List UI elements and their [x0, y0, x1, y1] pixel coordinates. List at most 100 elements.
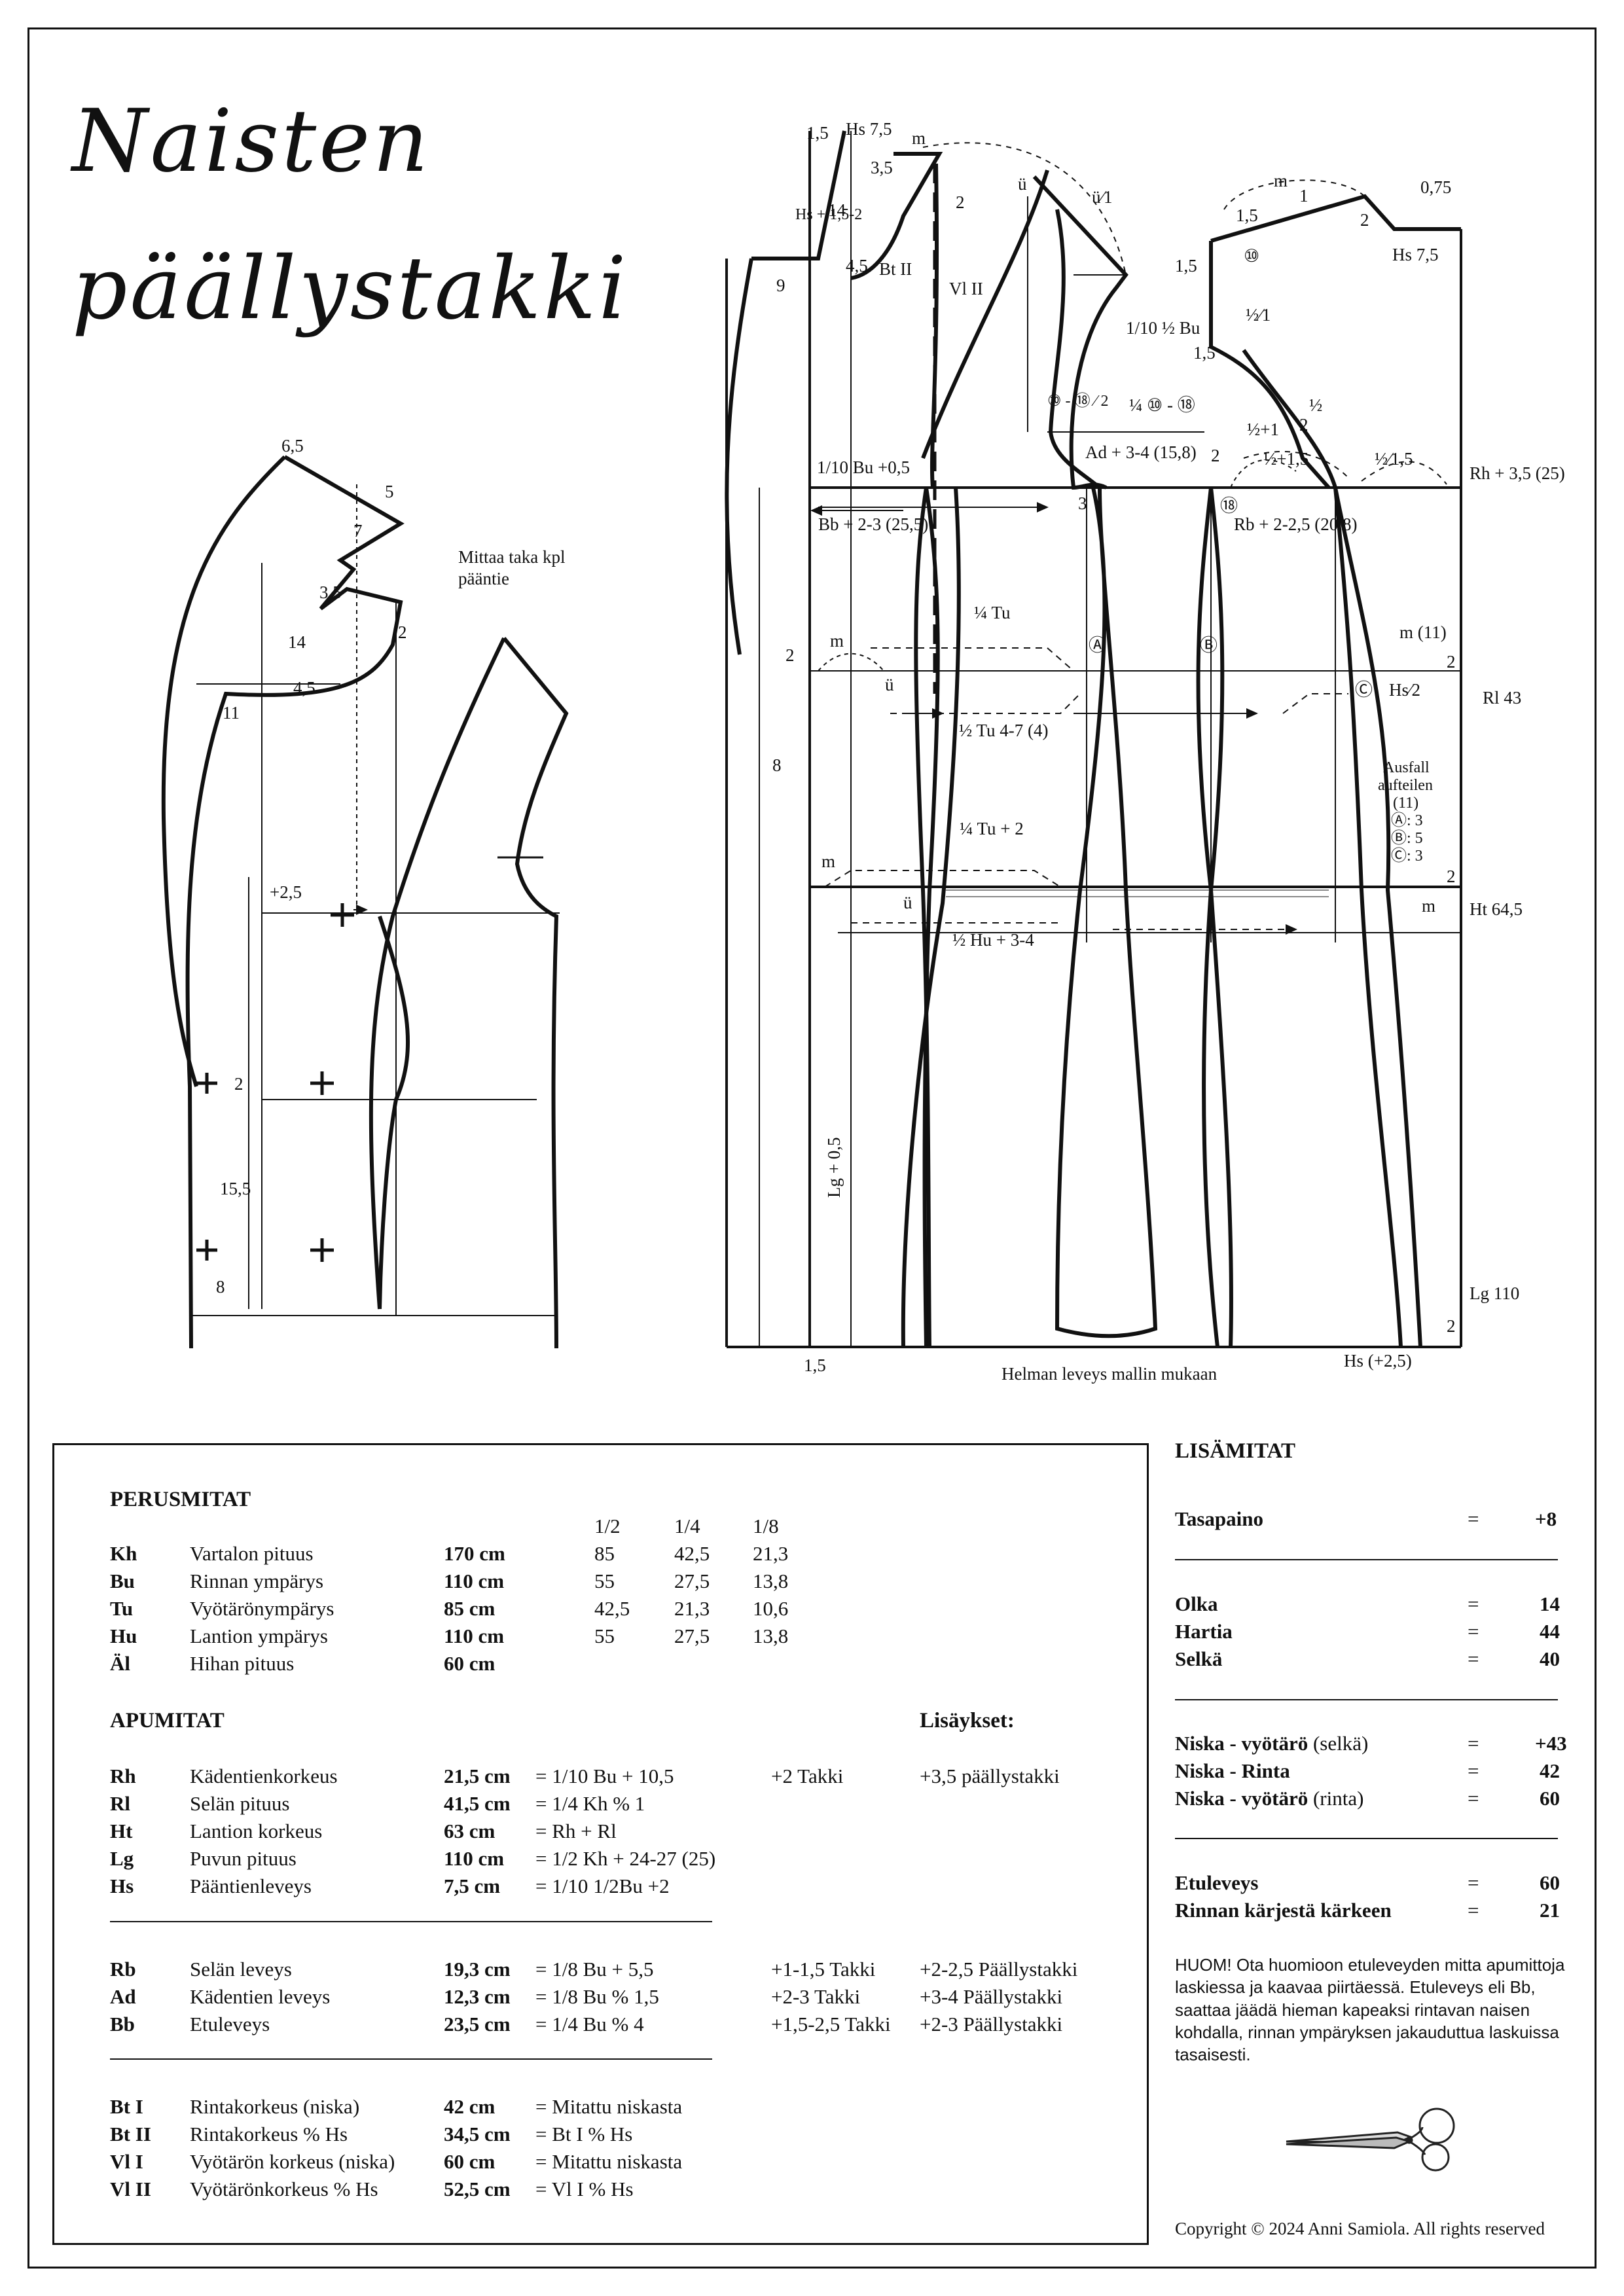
divider: [1175, 1838, 1558, 1839]
diagram-labels: 6,5 5 7 Mittaa taka kpl pääntie 3,5 14 4…: [216, 119, 1565, 1384]
front-label: ⑩ - ⑱ ⁄ 2: [1047, 392, 1109, 410]
front-label: Hs (+2,5): [1344, 1351, 1412, 1371]
front-label: m: [1274, 171, 1288, 190]
front-label: 1,5: [806, 123, 829, 143]
front-label: m: [1422, 896, 1435, 916]
back-label: 2: [234, 1074, 244, 1094]
front-label: Ⓑ: 5: [1391, 829, 1423, 847]
front-label: ¼ ⑩ - ⑱: [1129, 395, 1195, 415]
divider: [110, 1921, 712, 1922]
back-label: Mittaa taka kpl: [458, 547, 565, 567]
front-label: aufteilen: [1378, 777, 1433, 794]
back-piece: [161, 455, 569, 1349]
apumitat-heading: APUMITAT: [110, 1709, 225, 1732]
front-label: 1/10 Bu +0,5: [817, 457, 910, 477]
front-frame: [725, 131, 1462, 1348]
title-line-2: päällystakki: [72, 238, 629, 339]
front-label: 1,5: [1193, 343, 1216, 363]
front-label: 1: [1299, 186, 1308, 206]
front-outline: [725, 130, 1128, 1348]
front-label: 3,5: [871, 158, 893, 177]
front-label: (11): [1393, 795, 1418, 812]
front-label: Helman leveys mallin mukaan: [1001, 1364, 1218, 1384]
front-label: Hs + 1,5-2: [795, 206, 862, 223]
front-label: ½+1: [1247, 420, 1279, 439]
front-label: Rh + 3,5 (25): [1470, 463, 1565, 483]
front-label: 0,75: [1420, 177, 1451, 197]
front-label: Ad + 3-4 (15,8): [1085, 442, 1197, 462]
back-outline: [185, 455, 405, 1349]
front-label: 2: [1360, 210, 1369, 230]
back-label: 15,5: [220, 1179, 251, 1198]
front-label: Rl 43: [1483, 688, 1521, 708]
front-label: 2: [785, 645, 795, 665]
front-label: m: [830, 631, 844, 651]
front-label: 2: [956, 192, 965, 212]
back-panel-seam: [378, 916, 410, 1310]
back-side-seam: [502, 637, 569, 1349]
back-plus-marks: [196, 903, 354, 1262]
front-label: 8: [772, 755, 782, 775]
front-label: ü: [1018, 174, 1027, 194]
front-label: Hs 7,5: [1392, 245, 1439, 264]
front-label: ½ Tu 4-7 (4): [959, 721, 1049, 740]
front-label: Ht 64,5: [1470, 899, 1523, 919]
measurements-box: [52, 1443, 1149, 2245]
fraction-header-half: 1/2: [594, 1515, 621, 1537]
front-label: Ⓒ: [1355, 680, 1373, 700]
back-label: 5: [385, 482, 394, 501]
front-label: ⑱: [1220, 496, 1238, 516]
back-draft: [914, 194, 1461, 1348]
front-label: ⑩: [1244, 246, 1259, 266]
divider: [1175, 1559, 1558, 1560]
front-label: Vl II: [949, 279, 983, 298]
front-label: ½+1,5: [1263, 449, 1308, 469]
back-center-seam: [369, 637, 506, 1310]
back-label: 4,5: [293, 678, 316, 698]
front-label: Lg + 0,5: [824, 1138, 844, 1198]
back-label: 7: [353, 521, 363, 541]
back-label: 3,5: [319, 583, 342, 602]
pattern-diagram: 6,5 5 7 Mittaa taka kpl pääntie 3,5 14 4…: [161, 119, 1565, 1384]
front-label: ½⁄1,5: [1375, 449, 1413, 469]
front-label: 4,5: [846, 256, 868, 276]
back-label: 8: [216, 1277, 225, 1297]
front-label: 1,5: [1175, 256, 1197, 276]
front-label: 3: [1078, 493, 1087, 513]
divider: [1175, 1699, 1558, 1700]
front-label: ¼ Tu + 2: [960, 819, 1024, 838]
front-label: ¼ Tu: [974, 603, 1011, 622]
front-label: 14: [828, 200, 846, 220]
front-label: Bt II: [879, 259, 912, 279]
additions-heading: Lisäykset:: [920, 1709, 1015, 1732]
title-line-1: Naisten: [72, 91, 431, 192]
note-text: HUOM! Ota huomioon etuleveyden mitta apu…: [1175, 1955, 1565, 2065]
page-frame: [27, 27, 1597, 2269]
front-label: ½ Hu + 3-4: [952, 930, 1034, 950]
front-label: ü: [903, 893, 912, 912]
fraction-header-eighth: 1/8: [753, 1515, 779, 1537]
front-label: Ⓑ: [1200, 636, 1218, 655]
front-label: 2: [1211, 446, 1220, 465]
front-label: 9: [776, 276, 785, 295]
lisamitat-heading: LISÄMITAT: [1175, 1439, 1295, 1463]
back-guides: [190, 484, 560, 1316]
front-label: Ⓐ: [1089, 636, 1106, 655]
front-label: Hs⁄2: [1389, 680, 1420, 700]
front-guides: [810, 142, 1447, 942]
back-label: pääntie: [458, 569, 509, 588]
front-label: 1,5: [804, 1355, 826, 1375]
copyright: Copyright © 2024 Anni Samiola. All right…: [1175, 2219, 1545, 2238]
back-label: +2,5: [270, 882, 302, 902]
scissors-icon: [1286, 2108, 1455, 2172]
front-label: 2: [1447, 1316, 1456, 1336]
front-label: m (11): [1399, 622, 1447, 642]
front-label: Bb + 2-3 (25,5): [818, 514, 928, 534]
back-outer-curve: [161, 455, 287, 1087]
front-label: Ausfall: [1383, 759, 1430, 776]
divider: [110, 2058, 712, 2060]
back-label: 11: [223, 703, 240, 723]
front-label: 1/10 ½ Bu: [1126, 318, 1200, 338]
front-label: ½⁄1: [1246, 305, 1271, 325]
front-label: Ⓐ: 3: [1391, 812, 1423, 829]
